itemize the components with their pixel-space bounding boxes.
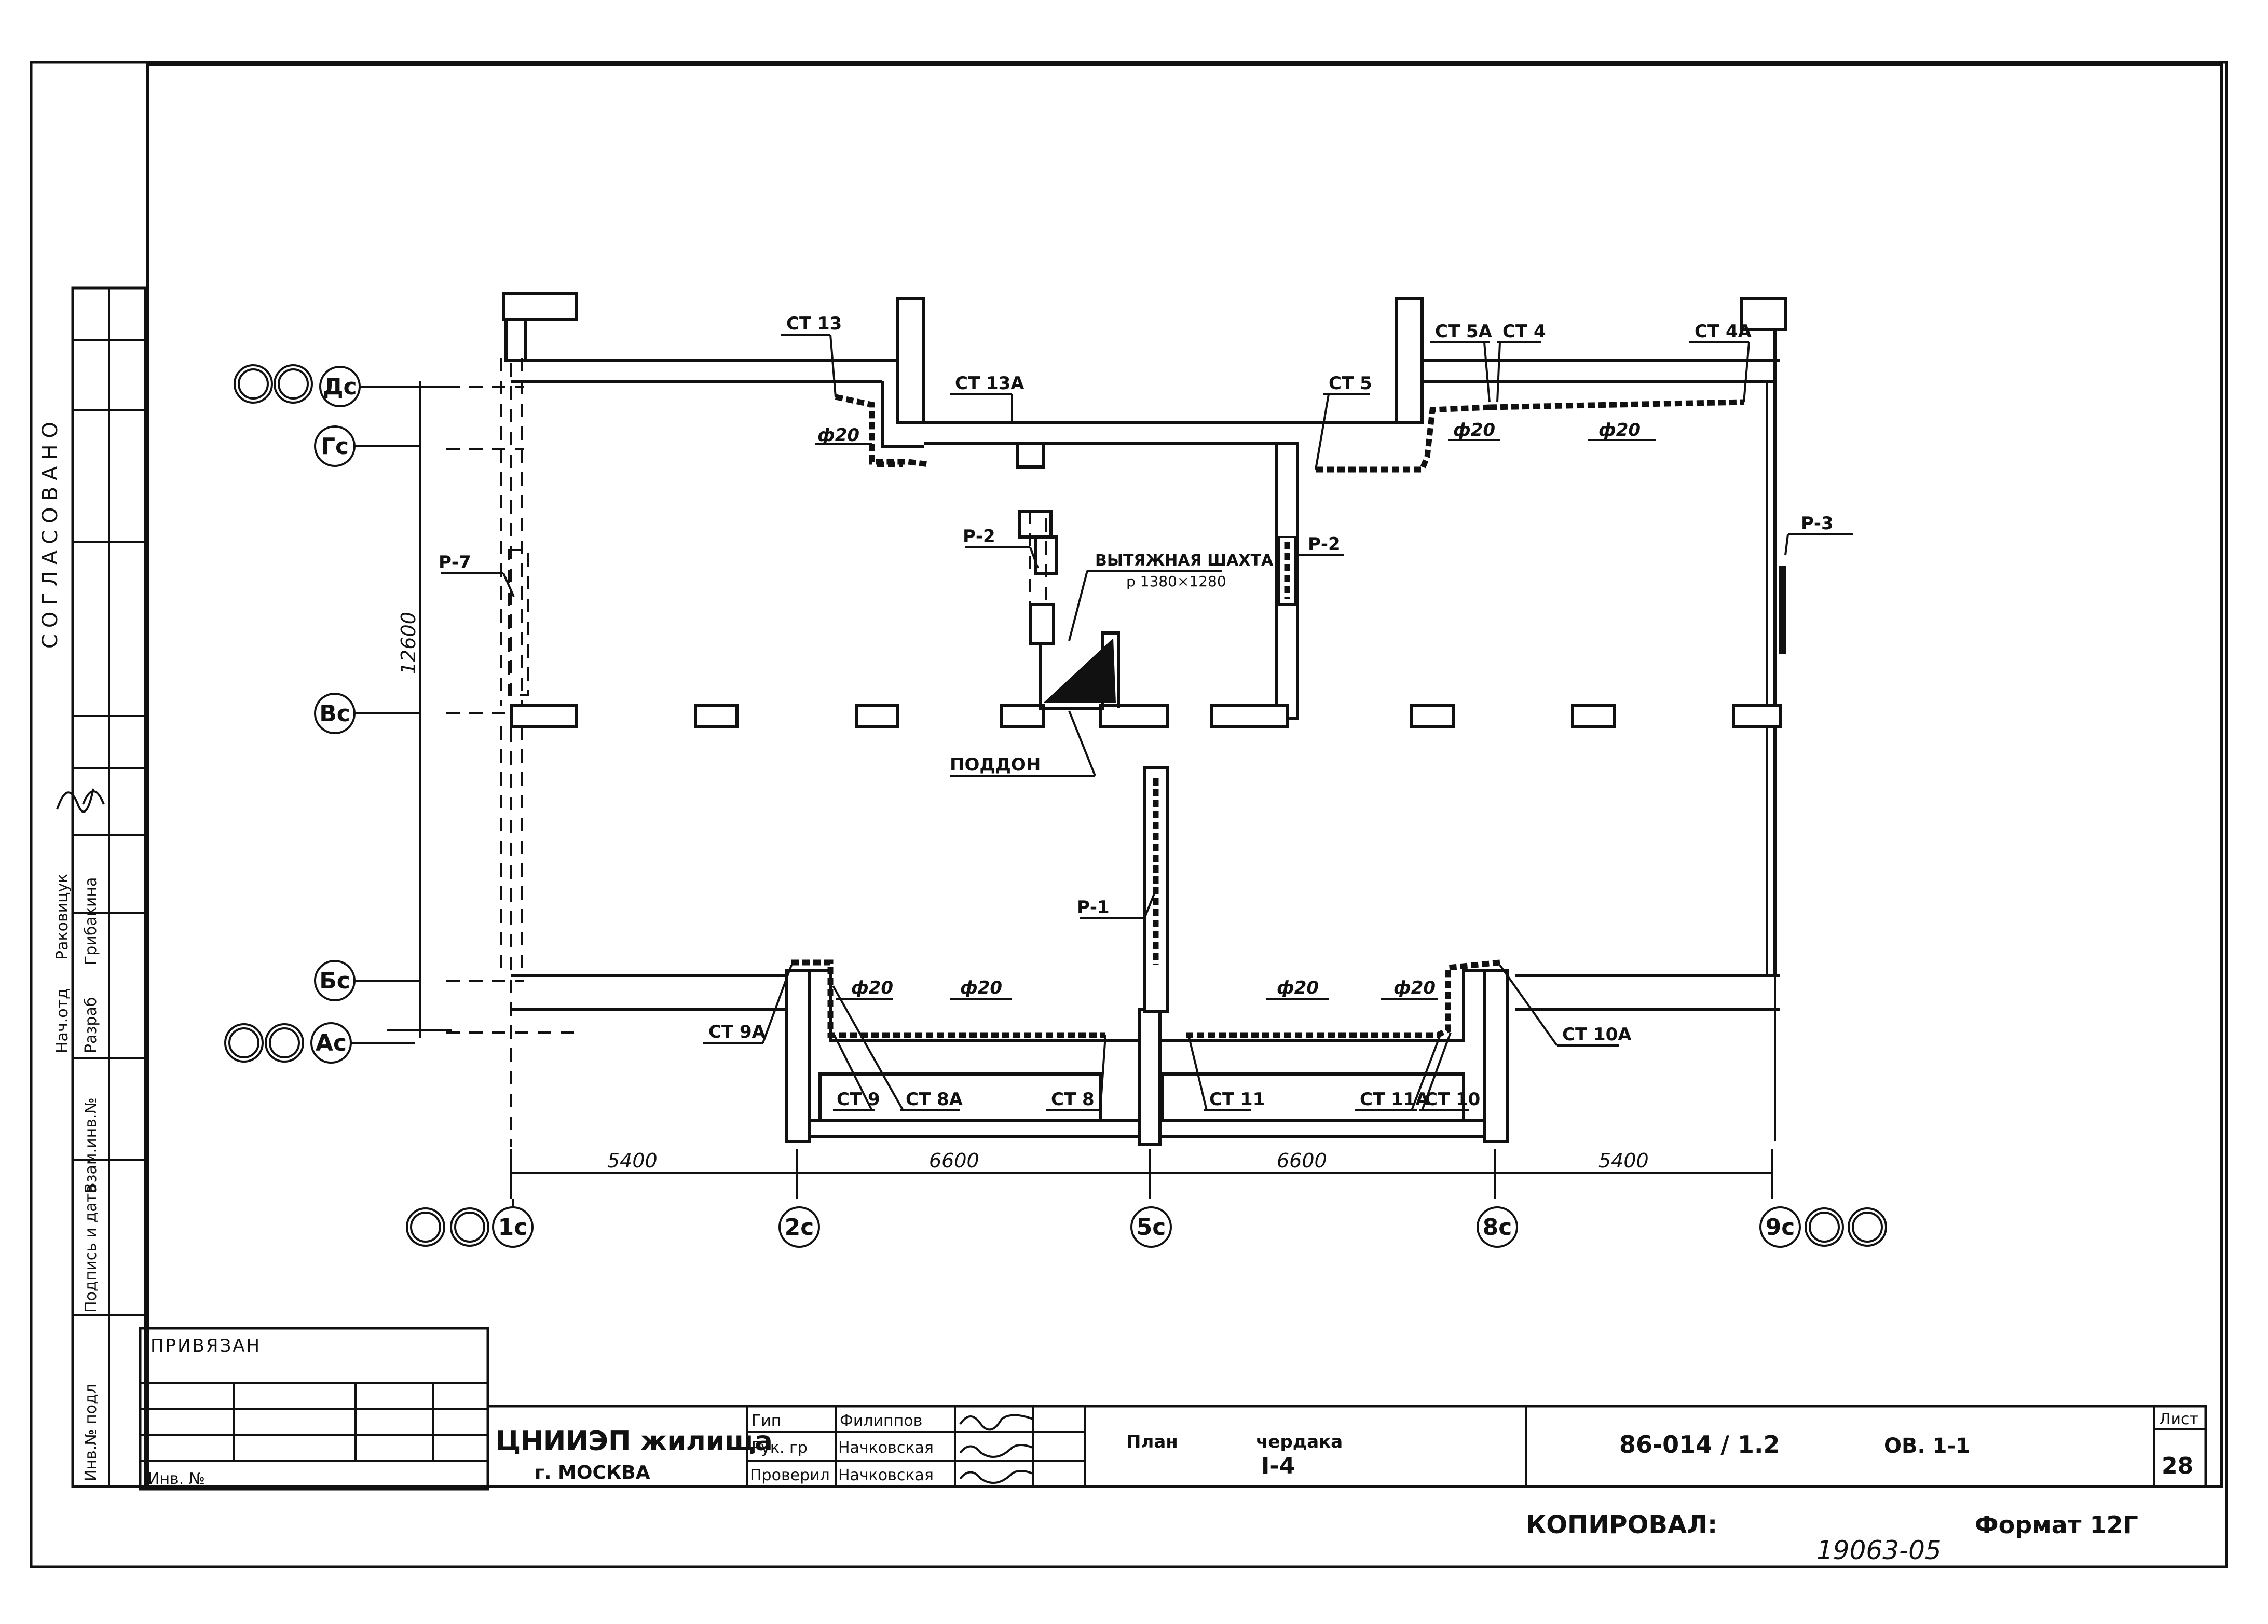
radiator-p7 bbox=[508, 549, 529, 696]
dia-label-4: ф20 bbox=[851, 978, 893, 998]
dim-5400-left: 5400 bbox=[607, 1149, 658, 1172]
person-check: Начковская bbox=[838, 1466, 934, 1484]
dia-label-6: ф20 bbox=[1277, 978, 1319, 998]
role-ruk-gr: Рук. гр bbox=[752, 1439, 808, 1457]
org-city: г. МОСКВА bbox=[535, 1462, 650, 1483]
title-block: ПРИВЯЗАН Инв. № ЦНИИЭП жилища г. МОСКВА … bbox=[139, 1327, 2207, 1491]
role-checked: Проверил bbox=[750, 1466, 830, 1484]
person-gip: Филиппов bbox=[840, 1412, 922, 1430]
axis-bubble-a: Ас bbox=[224, 1022, 415, 1064]
riser-st8a: СТ 8А bbox=[906, 1089, 963, 1110]
signature-mark bbox=[56, 788, 105, 813]
axis-bubble-1: 1с bbox=[406, 1199, 534, 1248]
riser-st4: СТ 4 bbox=[1502, 321, 1546, 342]
riser-st4a: СТ 4А bbox=[1695, 321, 1752, 342]
axis-label-8: 8с bbox=[1483, 1214, 1512, 1241]
dim-12600: 12600 bbox=[397, 612, 420, 675]
riser-st8: СТ 8 bbox=[1051, 1089, 1095, 1110]
radiator-p1 bbox=[1143, 766, 1169, 1013]
riser-st11: СТ 11 bbox=[1209, 1089, 1265, 1110]
sheet-number: 28 bbox=[2162, 1453, 2193, 1479]
axis-label-b: Бс bbox=[319, 968, 350, 994]
footer-number: 19063-05 bbox=[1816, 1535, 1942, 1565]
axis-label-2: 2с bbox=[785, 1214, 814, 1241]
head-of-dept-label: Нач.отд bbox=[53, 988, 72, 1053]
developer-name: Грибакина bbox=[82, 877, 100, 965]
riser-st5: СТ 5 bbox=[1329, 373, 1372, 394]
person-ruk: Начковская bbox=[838, 1439, 934, 1457]
axis-bubble-b: Бс bbox=[314, 960, 420, 1001]
privyazan-label: ПРИВЯЗАН bbox=[151, 1336, 261, 1356]
drawing-frame bbox=[146, 63, 2223, 1488]
signature-2 bbox=[959, 1444, 1033, 1458]
riser-st10: СТ 10 bbox=[1425, 1089, 1480, 1110]
axis-bubble-g: Гс bbox=[314, 425, 420, 467]
exhaust-shaft bbox=[1018, 510, 1120, 710]
agreed-label: СОГЛАСОВАНО bbox=[38, 416, 62, 649]
axis-label-d: Дс bbox=[323, 374, 357, 400]
dim-6600-left: 6600 bbox=[929, 1149, 979, 1172]
side-stamp-panel: СОГЛАСОВАНО Нач.отд Разраб Раковицук Гри… bbox=[38, 286, 147, 1488]
riser-st13a: СТ 13А bbox=[955, 373, 1024, 394]
pipes bbox=[791, 394, 1744, 1038]
title-attic: чердака bbox=[1256, 1432, 1343, 1452]
role-gip: Гип bbox=[752, 1412, 781, 1430]
axis-bubble-v: Вс bbox=[314, 693, 420, 734]
inv-label: Инв. № bbox=[148, 1470, 205, 1488]
copied-label: КОПИРОВАЛ: bbox=[1526, 1510, 1717, 1539]
signature-3 bbox=[959, 1470, 1033, 1484]
developer-label: Разраб bbox=[82, 997, 100, 1053]
tag-p2-left: Р-2 bbox=[963, 526, 995, 547]
axis-label-1: 1с bbox=[498, 1214, 528, 1241]
axis-label-9: 9с bbox=[1766, 1214, 1795, 1241]
axis-bubble-9: 9с bbox=[1759, 1206, 1887, 1248]
dia-label-5: ф20 bbox=[960, 978, 1002, 998]
sign-date-label: Подпись и дата bbox=[82, 1184, 100, 1313]
sheet-label: Лист bbox=[2159, 1410, 2198, 1428]
dia-label-2: ф20 bbox=[1453, 420, 1495, 441]
tag-p3: Р-3 bbox=[1801, 513, 1834, 534]
title-sections: I-4 bbox=[1261, 1453, 1295, 1479]
head-name: Раковицук bbox=[53, 874, 72, 960]
dia-label-1: ф20 bbox=[817, 425, 859, 446]
axis-label-g: Гс bbox=[321, 433, 349, 460]
axis-bubble-5: 5с bbox=[1130, 1206, 1172, 1248]
axis-bubble-8: 8с bbox=[1477, 1206, 1518, 1248]
walls bbox=[500, 292, 1787, 1146]
axis-label-v: Вс bbox=[319, 700, 350, 727]
dia-label-3: ф20 bbox=[1598, 420, 1641, 441]
format-label: Формат 12Г bbox=[1975, 1511, 2138, 1539]
axis-bubble-d: Дс bbox=[234, 364, 410, 407]
axis-label-5: 5с bbox=[1137, 1214, 1166, 1241]
riser-st9: СТ 9 bbox=[837, 1089, 880, 1110]
shaft-label: ВЫТЯЖНАЯ ШАХТА bbox=[1095, 552, 1274, 570]
dim-6600-right: 6600 bbox=[1277, 1149, 1327, 1172]
tag-p2-right: Р-2 bbox=[1308, 534, 1341, 555]
orig-inv-label: Инв.№ подл bbox=[82, 1384, 100, 1481]
riser-st13: СТ 13 bbox=[786, 313, 842, 334]
dim-5400-right: 5400 bbox=[1598, 1149, 1649, 1172]
riser-st10a: СТ 10А bbox=[1562, 1024, 1632, 1045]
title-plan: План bbox=[1126, 1432, 1178, 1452]
axis-bubble-2: 2с bbox=[778, 1206, 820, 1248]
dia-label-7: ф20 bbox=[1393, 978, 1436, 998]
axis-label-a: Ас bbox=[316, 1030, 347, 1056]
riser-st5a: СТ 5А bbox=[1435, 321, 1493, 342]
riser-labels: СТ 13 СТ 13А СТ 5 СТ 5А СТ 4 СТ 4А СТ 9А… bbox=[703, 313, 1752, 1111]
riser-st9a: СТ 9А bbox=[708, 1022, 766, 1042]
replaced-inv-label: Взам.инв.№ bbox=[82, 1097, 100, 1193]
tag-tray: ПОДДОН bbox=[950, 754, 1041, 775]
drawing-code: 86-014 / 1.2 bbox=[1619, 1430, 1780, 1458]
org-name: ЦНИИЭП жилища bbox=[496, 1426, 773, 1457]
shaft-size: р 1380×1280 bbox=[1126, 573, 1226, 590]
signature-1 bbox=[959, 1414, 1033, 1431]
tag-p7: Р-7 bbox=[439, 552, 471, 573]
outer-frame bbox=[30, 61, 2228, 1568]
tag-p1: Р-1 bbox=[1077, 897, 1110, 918]
drawing-section: ОВ. 1-1 bbox=[1884, 1434, 1970, 1458]
